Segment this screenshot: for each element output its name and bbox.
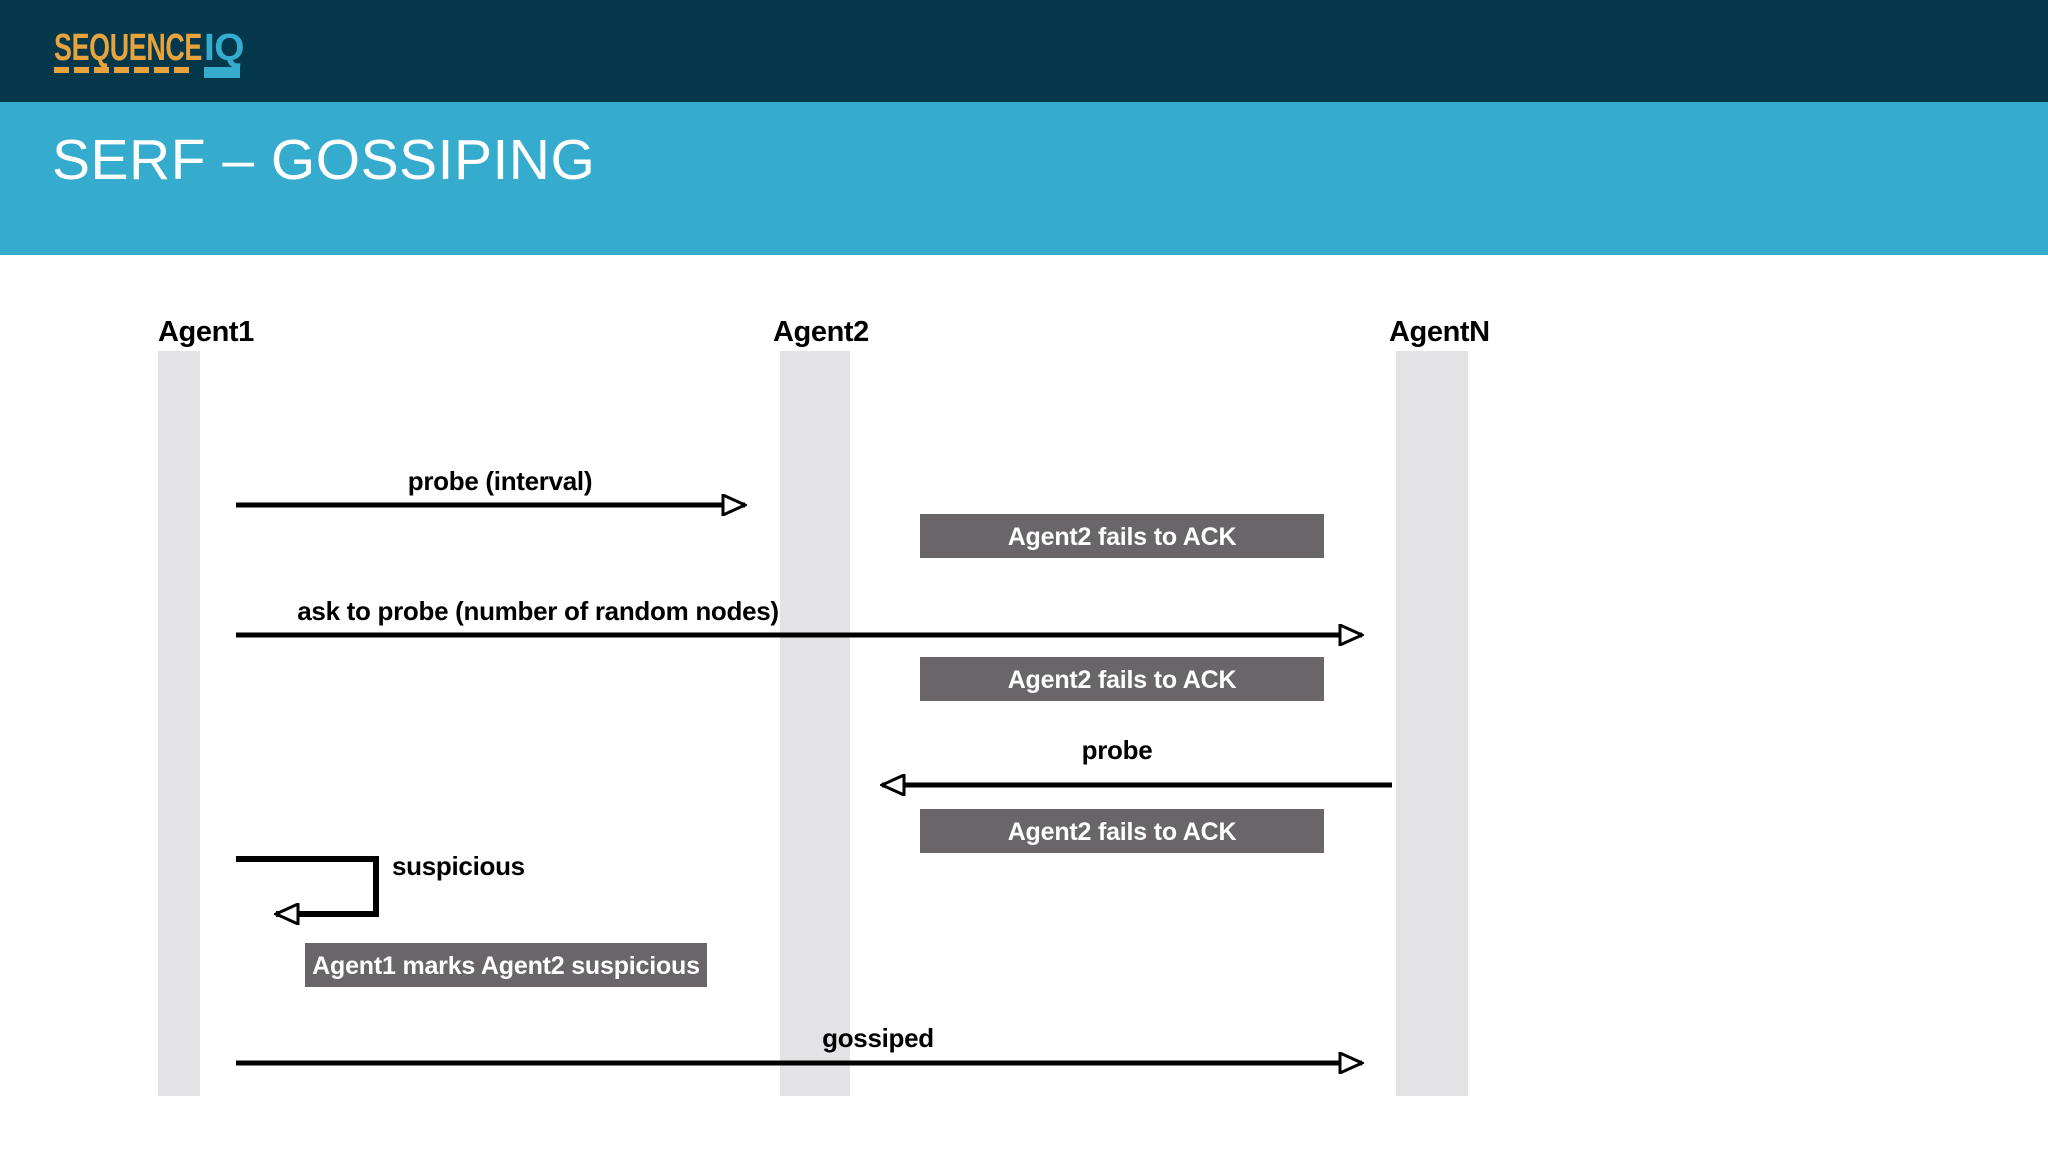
message-ask-to-probe: ask to probe (number of random nodes) xyxy=(236,596,1362,635)
note-box xyxy=(305,943,707,987)
message-label-probe-back: probe xyxy=(1082,735,1153,765)
svg-text:SEQUENCE: SEQUENCE xyxy=(54,27,202,69)
self-loop-path xyxy=(236,856,379,914)
lifeline-bar-agentn xyxy=(1396,351,1468,1096)
lifeline-headers: Agent1 Agent2 AgentN xyxy=(158,316,1490,348)
note-box xyxy=(920,809,1324,853)
note-box xyxy=(920,514,1324,558)
lifeline-label-agentn: AgentN xyxy=(1389,316,1490,348)
sequenceiq-logo: SEQUENCE IQ xyxy=(54,26,264,78)
note-1: Agent2 fails to ACK xyxy=(920,514,1324,558)
lifeline-label-agent2: Agent2 xyxy=(773,316,869,348)
message-gossiped: gossiped xyxy=(236,1023,1362,1063)
lifeline-bar-agent1 xyxy=(158,351,200,1096)
message-label-gossiped: gossiped xyxy=(822,1023,934,1053)
message-label-suspicious: suspicious xyxy=(392,851,525,881)
note-2: Agent2 fails to ACK xyxy=(920,657,1324,701)
notes: Agent2 fails to ACK Agent2 fails to ACK … xyxy=(305,514,1324,987)
message-label-probe-interval: probe (interval) xyxy=(408,466,592,496)
brand-header-band xyxy=(0,0,2048,102)
note-label: Agent2 fails to ACK xyxy=(1008,818,1237,846)
note-4: Agent1 marks Agent2 suspicious xyxy=(305,943,707,987)
message-probe-back: probe xyxy=(882,735,1392,785)
message-probe-interval: probe (interval) xyxy=(236,466,745,505)
note-label: Agent1 marks Agent2 suspicious xyxy=(312,952,700,980)
note-box xyxy=(920,657,1324,701)
message-suspicious-selfloop: suspicious xyxy=(236,851,525,914)
lifeline-bars xyxy=(158,351,1468,1096)
logo-dash-underline xyxy=(54,67,189,73)
note-label: Agent2 fails to ACK xyxy=(1008,523,1237,551)
page-title: SERF – GOSSIPING xyxy=(52,128,596,192)
lifeline-label-agent1: Agent1 xyxy=(158,316,254,348)
lifeline-bar-agent2 xyxy=(780,351,850,1096)
sequence-diagram: Agent1 Agent2 AgentN probe (interval) Ag… xyxy=(0,255,2048,1154)
title-band xyxy=(0,102,2048,255)
note-label: Agent2 fails to ACK xyxy=(1008,666,1237,694)
message-label-ask-to-probe: ask to probe (number of random nodes) xyxy=(297,596,779,626)
logo-block-underline xyxy=(204,67,240,78)
svg-text:IQ: IQ xyxy=(204,27,244,69)
logo-text-sequence: SEQUENCE xyxy=(54,27,203,69)
logo-text-iq: IQ xyxy=(204,27,245,69)
note-3: Agent2 fails to ACK xyxy=(920,809,1324,853)
